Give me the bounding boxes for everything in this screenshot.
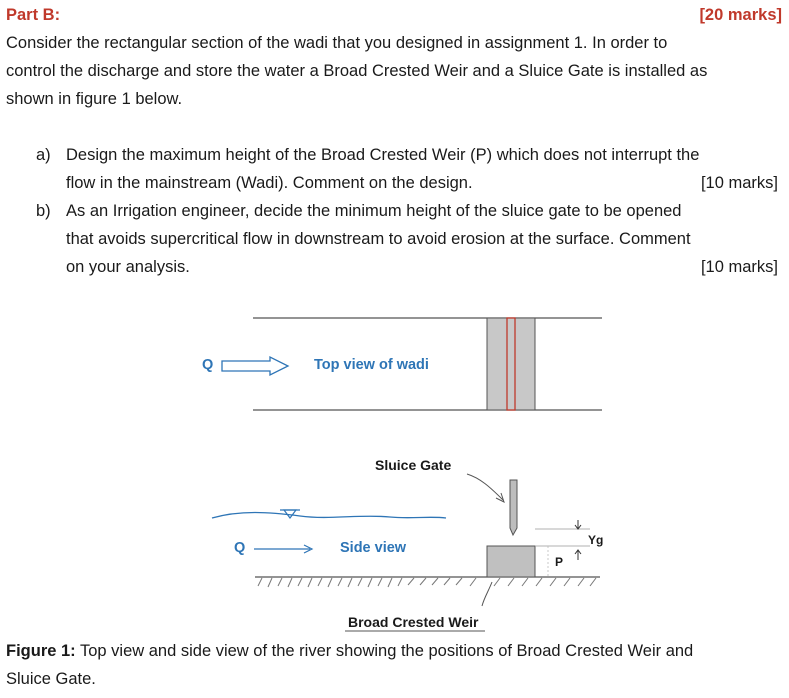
top-view-flow-arrow-icon xyxy=(221,355,290,377)
side-view-sluice-gate xyxy=(509,479,518,537)
broad-crested-weir-label: Broad Crested Weir xyxy=(348,614,479,630)
p-arrow-up-icon xyxy=(574,549,582,555)
top-view-weir xyxy=(486,317,536,411)
question-b-line-2: that avoids supercritical flow in downst… xyxy=(66,230,691,248)
question-b-line-1: As an Irrigation engineer, decide the mi… xyxy=(66,202,682,220)
total-marks: [20 marks] xyxy=(699,6,782,24)
part-title: Part B: xyxy=(6,6,61,24)
p-label: P xyxy=(555,555,564,569)
intro-line-2: control the discharge and store the wate… xyxy=(6,62,708,80)
figure-caption-line-2: Sluice Gate. xyxy=(6,670,96,688)
question-a-line-1: Design the maximum height of the Broad C… xyxy=(66,146,700,164)
intro-line-1: Consider the rectangular section of the … xyxy=(6,34,668,52)
figure-caption-text: Top view and side view of the river show… xyxy=(75,642,694,660)
question-b-line-3: on your analysis. xyxy=(66,258,190,276)
figure-caption-line-1: Figure 1: Top view and side view of the … xyxy=(6,642,693,661)
yg-label: Yg xyxy=(588,533,604,547)
question-b-label: b) xyxy=(36,202,51,220)
top-view-title: Top view of wadi xyxy=(314,357,429,373)
sluice-gate-pointer xyxy=(466,473,504,501)
question-a-marks: [10 marks] xyxy=(700,174,778,192)
intro-line-3: shown in figure 1 below. xyxy=(6,90,183,108)
top-view-q-label: Q xyxy=(202,357,214,373)
figure-caption-number: Figure 1: xyxy=(6,642,76,660)
question-a-line-2: flow in the mainstream (Wadi). Comment o… xyxy=(66,174,473,192)
water-surface-line xyxy=(211,511,447,519)
weir-pointer xyxy=(481,581,493,607)
top-view-sluice-gate xyxy=(506,317,516,411)
bed-hatching xyxy=(257,577,597,588)
sluice-gate-label: Sluice Gate xyxy=(375,457,452,473)
yg-arrow-down-icon xyxy=(574,524,582,530)
question-b-marks: [10 marks] xyxy=(700,258,778,276)
side-view-weir xyxy=(486,545,536,578)
question-a-label: a) xyxy=(36,146,51,164)
side-view-title: Side view xyxy=(340,540,407,556)
side-view-q-label: Q xyxy=(234,540,246,556)
